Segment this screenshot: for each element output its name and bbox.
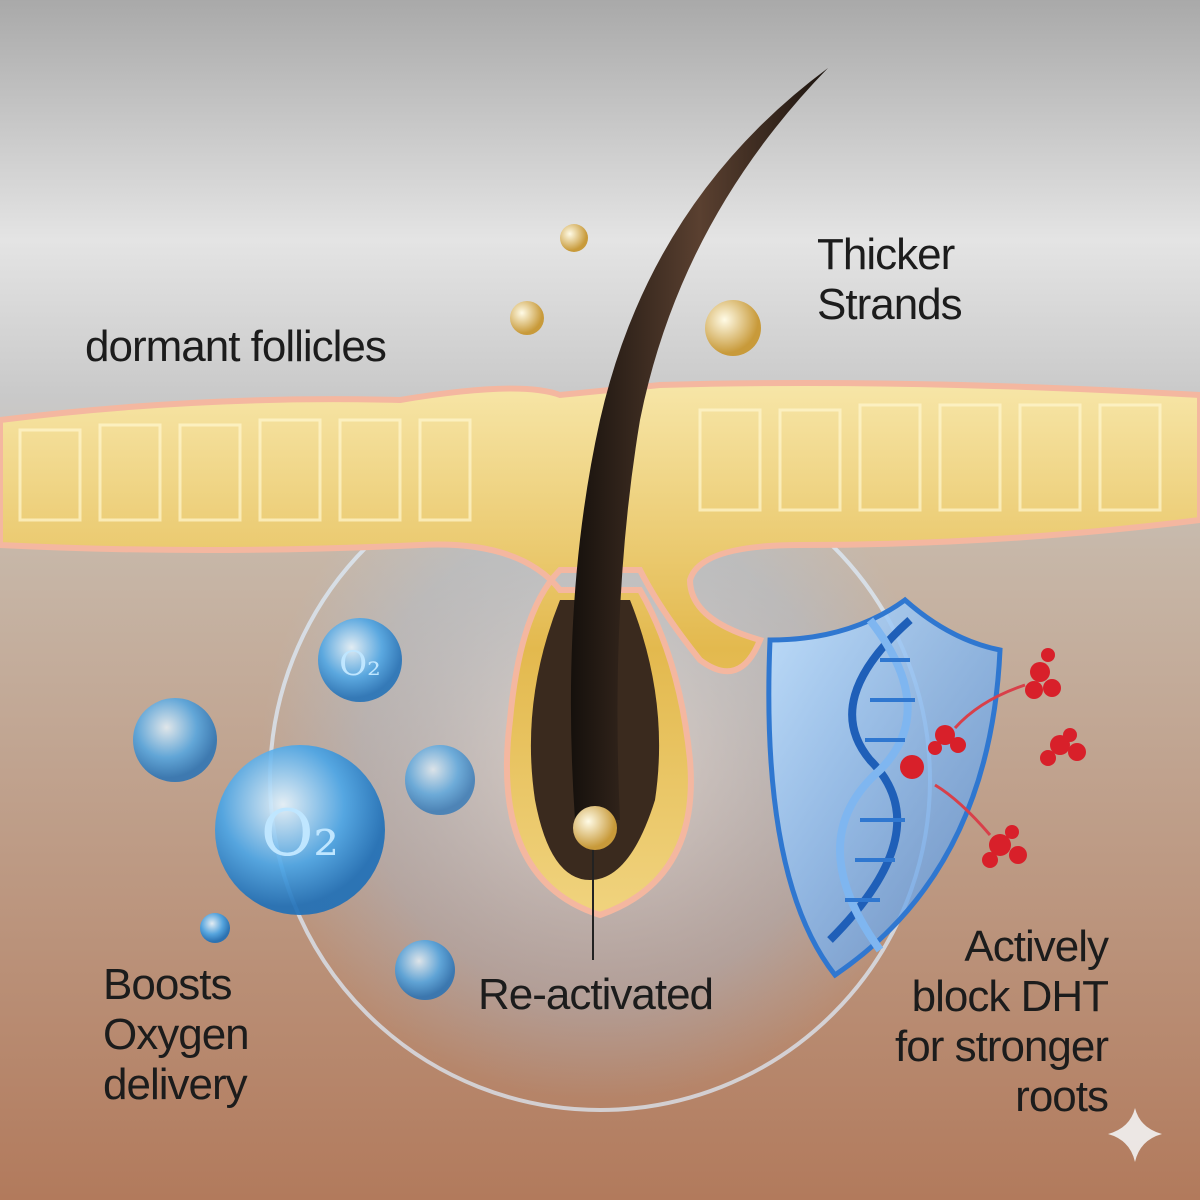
label-boosts-oxygen: Boosts Oxygen delivery <box>103 960 250 1110</box>
dht-molecule-icon <box>982 825 1027 868</box>
bubble-label: O₂ <box>339 644 381 684</box>
droplets <box>510 224 761 356</box>
follicle-icon <box>530 68 828 960</box>
hair-strand-icon <box>570 68 828 820</box>
bubble-label: O₂ <box>261 797 339 871</box>
label-line: block DHT <box>911 972 1109 1021</box>
label-dormant-follicles: dormant follicles <box>85 322 387 371</box>
label-line: Thicker <box>817 230 955 279</box>
dht-molecules <box>900 648 1086 868</box>
label-thicker-strands: Thicker Strands <box>817 230 963 330</box>
label-block-dht: Actively block DHT for stronger roots <box>895 922 1109 1122</box>
label-line: for stronger <box>895 1022 1109 1071</box>
label-reactivated: Re-activated <box>478 970 714 1019</box>
label-line: Strands <box>817 280 963 329</box>
oxygen-bubble-icon <box>215 745 385 915</box>
dht-molecule-icon <box>1040 728 1086 766</box>
label-line: delivery <box>103 1060 248 1109</box>
label-line: Actively <box>964 922 1109 971</box>
label-line: roots <box>1015 1072 1109 1121</box>
oxygen-bubbles: O₂ O₂ <box>133 618 475 1000</box>
oxygen-bubble-icon <box>395 940 455 1000</box>
dht-molecule-icon <box>928 725 966 755</box>
dna-shield-icon <box>766 596 1003 979</box>
oxygen-bubble-icon <box>133 698 217 782</box>
dht-molecule-icon <box>1025 648 1061 699</box>
sparkle-watermark-icon <box>1108 1108 1162 1162</box>
oxygen-bubble-icon <box>405 745 475 815</box>
oxygen-bubble-icon <box>200 913 230 943</box>
oxygen-bubble-icon <box>318 618 402 702</box>
label-line: Boosts <box>103 960 233 1009</box>
label-line: Oxygen <box>103 1010 250 1059</box>
